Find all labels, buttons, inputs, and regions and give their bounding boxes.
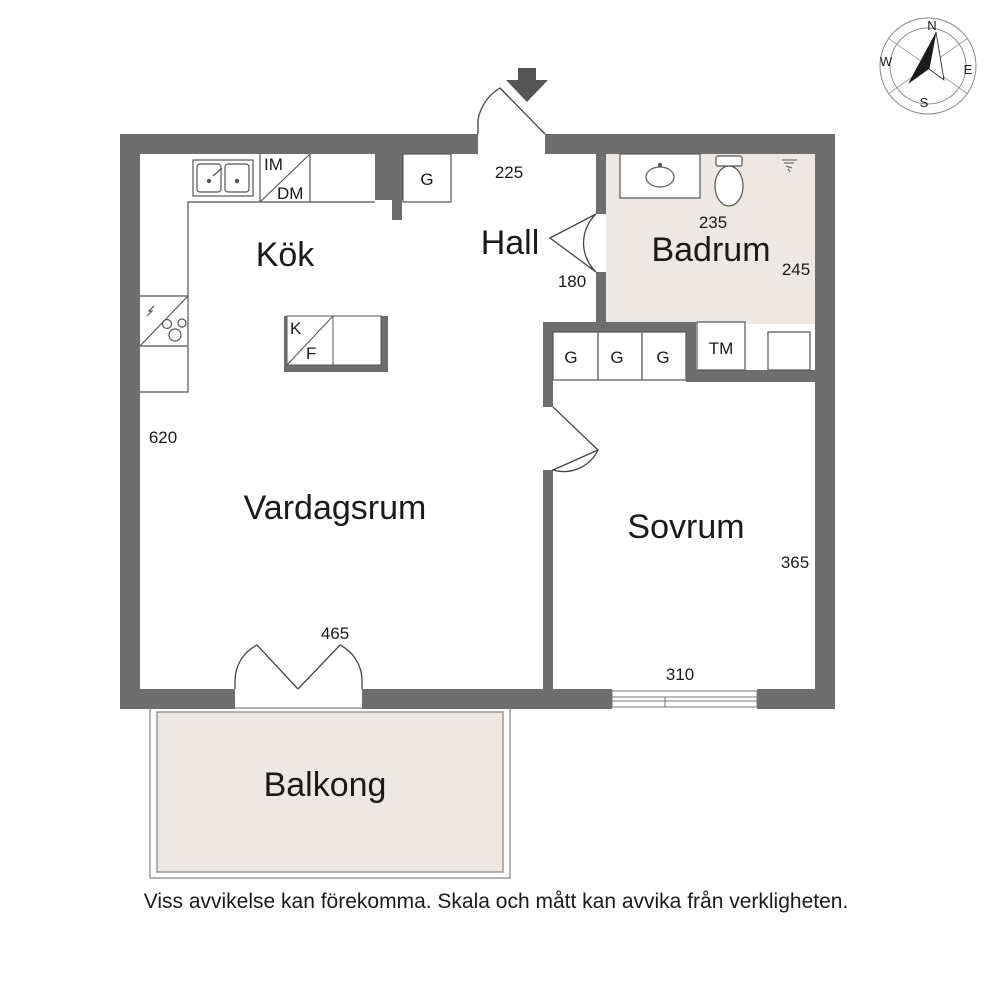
compass-e: E — [964, 62, 973, 77]
dim-hall-width: 225 — [495, 163, 523, 182]
room-kitchen: Kök — [256, 236, 316, 274]
wardrobe-label-1: G — [564, 348, 577, 367]
room-living: Vardagsrum — [244, 489, 427, 527]
bedroom-wardrobes — [552, 331, 687, 381]
kitchen-island — [284, 315, 388, 372]
room-balcony: Balkong — [264, 766, 387, 804]
outer-walls — [120, 134, 835, 709]
compass-n: N — [927, 18, 936, 33]
f-label: F — [306, 344, 316, 363]
bedroom-window — [611, 690, 758, 708]
kitchen-sink-icon — [192, 159, 254, 197]
hall-wardrobe — [402, 153, 452, 203]
compass-icon: N E S W — [879, 17, 977, 115]
washbasin-icon — [645, 166, 675, 188]
balcony — [149, 707, 511, 879]
room-bedroom: Sovrum — [627, 508, 744, 546]
dim-bath-depth: 245 — [782, 260, 810, 279]
compass-w: W — [880, 54, 893, 69]
dim-hall-depth: 180 — [558, 272, 586, 291]
k-label: K — [290, 319, 302, 338]
room-hall: Hall — [481, 224, 540, 262]
dim-living-width: 465 — [321, 624, 349, 643]
stove-icon — [146, 305, 187, 342]
bathroom-fixtures — [619, 153, 811, 371]
room-bathroom: Badrum — [651, 231, 770, 269]
disclaimer-text: Viss avvikelse kan förekomma. Skala och … — [143, 890, 849, 913]
dim-bedroom-width: 310 — [666, 665, 694, 684]
dim-bedroom-depth: 365 — [781, 553, 809, 572]
shower-icon — [782, 159, 797, 173]
dim-bath-width: 235 — [699, 213, 727, 232]
doors — [234, 87, 600, 690]
hall-wardrobe-label: G — [420, 170, 433, 189]
tm-label: TM — [709, 339, 734, 358]
wardrobe-label-3: G — [656, 348, 669, 367]
dm-label: DM — [277, 184, 303, 203]
interior-walls — [375, 154, 816, 690]
entrance-arrow-icon — [506, 68, 548, 102]
toilet-icon — [714, 165, 744, 207]
im-label: IM — [264, 155, 283, 174]
compass-s: S — [920, 95, 929, 110]
dim-living-depth: 620 — [149, 428, 177, 447]
wardrobe-label-2: G — [610, 348, 623, 367]
